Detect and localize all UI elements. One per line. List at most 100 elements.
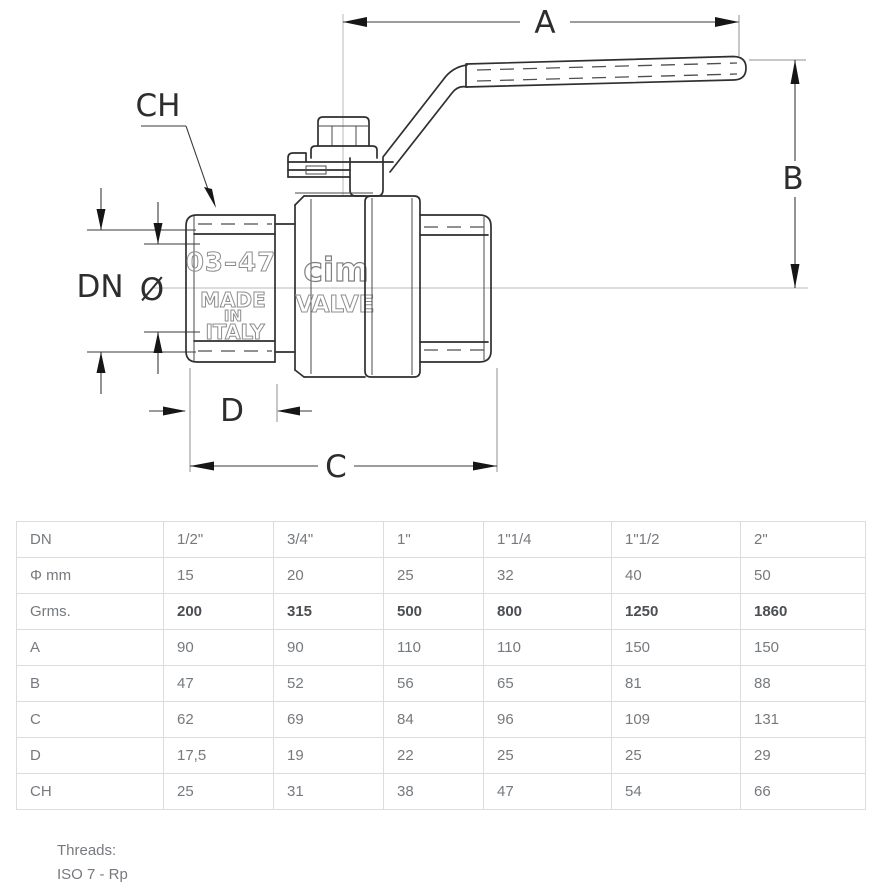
- dim-label-ch: CH: [136, 88, 181, 124]
- table-row: Φ mm 15 20 25 32 40 50: [16, 557, 866, 594]
- cell: 47: [483, 773, 612, 810]
- engraving-italy: ITALY: [205, 320, 265, 344]
- cell: 47: [163, 665, 274, 702]
- cell: 88: [740, 665, 866, 702]
- dimensions-table: DN 1/2" 3/4" 1" 1"1/4 1"1/2 2" Φ mm 15 2…: [16, 521, 866, 810]
- row-label: D: [16, 737, 164, 774]
- table-row: CH 25 31 38 47 54 66: [16, 773, 866, 810]
- table-row: Grms. 200 315 500 800 1250 1860: [16, 593, 866, 630]
- cell: 25: [163, 773, 274, 810]
- brand-logo-cim: cim: [303, 250, 368, 289]
- row-label: A: [16, 629, 164, 666]
- cell: 200: [163, 593, 274, 630]
- table-row: A 90 90 110 110 150 150: [16, 629, 866, 666]
- engraving-valve: VALVE: [295, 292, 374, 318]
- engraving-date-code: 03–47: [186, 248, 276, 278]
- cell: 90: [163, 629, 274, 666]
- handle-grip: [465, 55, 747, 88]
- row-label: Grms.: [16, 593, 164, 630]
- dim-label-diameter: Ø: [140, 272, 164, 308]
- row-label: DN: [16, 521, 164, 558]
- cell: 3/4": [273, 521, 384, 558]
- table-row: C 62 69 84 96 109 131: [16, 701, 866, 738]
- dim-label-dn: DN: [76, 269, 123, 305]
- stem-collar: [310, 145, 378, 159]
- table-row: DN 1/2" 3/4" 1" 1"1/4 1"1/2 2": [16, 521, 866, 558]
- cell: 150: [611, 629, 741, 666]
- cell: 110: [483, 629, 612, 666]
- dimension-b: B: [749, 59, 806, 288]
- cell: 1"1/4: [483, 521, 612, 558]
- cell: 25: [483, 737, 612, 774]
- valve-technical-drawing: A B CH DN: [76, 5, 808, 485]
- threads-label: Threads:: [57, 842, 117, 859]
- threads-note: Threads: ISO 7 - Rp: [57, 839, 128, 886]
- stem-nut: [317, 116, 370, 147]
- engraving-made: MADE: [200, 288, 266, 312]
- cell: 150: [740, 629, 866, 666]
- cell: 109: [611, 701, 741, 738]
- right-port-nut: [419, 214, 492, 363]
- table-row: B 47 52 56 65 81 88: [16, 665, 866, 702]
- cell: 20: [273, 557, 384, 594]
- cell: 1/2": [163, 521, 274, 558]
- cell: 96: [483, 701, 612, 738]
- engraving-in: IN: [224, 307, 242, 325]
- cell: 29: [740, 737, 866, 774]
- dimension-dn: DN: [76, 188, 196, 394]
- cell: 31: [273, 773, 384, 810]
- cell: 32: [483, 557, 612, 594]
- cell: 62: [163, 701, 274, 738]
- dimension-diameter: Ø: [140, 202, 200, 374]
- cell: 19: [273, 737, 384, 774]
- row-label: C: [16, 701, 164, 738]
- dim-label-d: D: [220, 393, 244, 429]
- dimension-a: A: [343, 5, 740, 56]
- cell: 315: [273, 593, 384, 630]
- table-row: D 17,5 19 22 25 25 29: [16, 737, 866, 774]
- dim-label-a: A: [534, 5, 555, 41]
- cell: 1"1/2: [611, 521, 741, 558]
- cell: 52: [273, 665, 384, 702]
- left-neck: [274, 223, 296, 353]
- body-flange: [364, 195, 421, 378]
- valve-body: cim VALVE: [294, 195, 375, 378]
- cell: 110: [383, 629, 484, 666]
- cell: 90: [273, 629, 384, 666]
- cell: 54: [611, 773, 741, 810]
- centerline: [152, 14, 808, 289]
- cell: 25: [611, 737, 741, 774]
- cell: 22: [383, 737, 484, 774]
- threads-value: ISO 7 - Rp: [57, 866, 128, 883]
- cell: 15: [163, 557, 274, 594]
- row-label: Φ mm: [16, 557, 164, 594]
- cell: 40: [611, 557, 741, 594]
- cell: 50: [740, 557, 866, 594]
- row-label: CH: [16, 773, 164, 810]
- cell: 25: [383, 557, 484, 594]
- cell: 66: [740, 773, 866, 810]
- handle-arm: [382, 64, 468, 173]
- left-port-nut: 03–47 MADE IN ITALY: [185, 214, 276, 363]
- dim-label-b: B: [782, 161, 803, 197]
- cell: 800: [483, 593, 612, 630]
- dimension-ch: CH: [136, 88, 216, 208]
- cell: 1860: [740, 593, 866, 630]
- cell: 84: [383, 701, 484, 738]
- dim-label-c: C: [325, 449, 347, 485]
- row-label: B: [16, 665, 164, 702]
- handle-bracket: [287, 152, 394, 197]
- dimension-d: D: [149, 384, 312, 429]
- cell: 17,5: [163, 737, 274, 774]
- cell: 69: [273, 701, 384, 738]
- cell: 56: [383, 665, 484, 702]
- cell: 131: [740, 701, 866, 738]
- dimension-c: C: [189, 368, 498, 485]
- cell: 1250: [611, 593, 741, 630]
- cell: 500: [383, 593, 484, 630]
- cell: 1": [383, 521, 484, 558]
- cell: 81: [611, 665, 741, 702]
- cell: 2": [740, 521, 866, 558]
- cell: 38: [383, 773, 484, 810]
